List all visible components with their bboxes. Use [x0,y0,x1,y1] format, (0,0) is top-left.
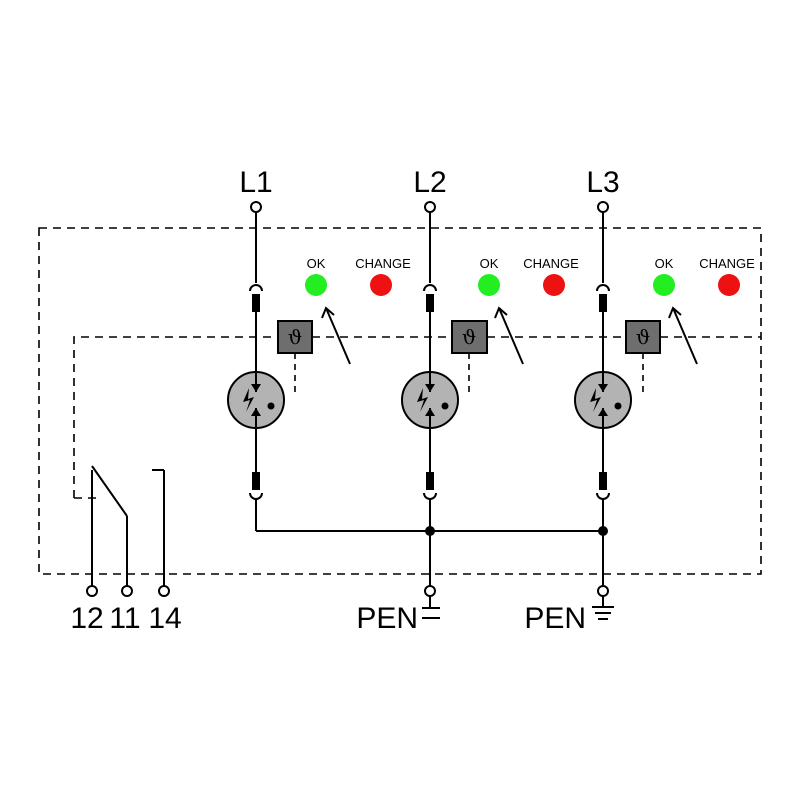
led-arrow-l3 [672,307,698,365]
junction-dot [425,526,435,536]
thermal-box [277,320,313,354]
terminal-label-14: 14 [148,602,181,635]
phase-label-l2: L2 [413,166,446,199]
thermal-box [625,320,661,354]
ok-label-l3: OK [655,256,674,271]
phase-column-l3: L3 ϑ OK CHANGE [574,166,755,586]
lightning-icon [417,388,428,412]
ok-label-l1: OK [307,256,326,271]
terminal-label-11: 11 [109,602,140,635]
change-label-l1: CHANGE [355,256,411,271]
terminal-l1 [250,201,262,213]
thermal-symbol: ϑ [462,325,476,349]
change-led-l1 [370,274,392,296]
phase-label-l3: L3 [586,166,619,199]
thermal-symbol: ϑ [288,325,302,349]
change-led-l2 [543,274,565,296]
change-label-l3: CHANGE [699,256,755,271]
change-label-l2: CHANGE [523,256,579,271]
pen-label-2: PEN [524,602,586,635]
fuse-bottom-arc [249,492,263,500]
terminal-pen-2 [597,585,609,597]
terminal-12 [86,585,98,597]
pen-label-1: PEN [356,602,418,635]
terminal-pen-1 [424,585,436,597]
fuse-top-arc [249,284,263,292]
terminal-14 [158,585,170,597]
junction-dot [598,526,608,536]
terminal-label-12: 12 [70,602,103,635]
ok-led-l2 [478,274,500,296]
led-arrow-l1 [325,307,351,365]
phase-column-l2: L2 ϑ OK CHANGE [401,166,579,586]
thermal-box [451,320,488,354]
phase-label-l1: L1 [239,166,272,199]
terminal-l3 [597,201,609,213]
fuse-top [252,294,260,312]
ok-led-l1 [305,274,327,296]
lightning-icon [590,388,601,412]
ok-label-l2: OK [480,256,499,271]
thermal-symbol: ϑ [636,325,650,349]
lightning-icon [243,388,254,412]
terminal-l2 [424,201,436,213]
phase-column-l1: L1 ϑ OK CHANGE [227,166,411,531]
terminal-11 [121,585,133,597]
led-arrow-l2 [498,307,524,365]
remote-signal-relay: 12 11 14 [70,465,182,635]
fuse-bottom [252,472,260,490]
change-led-l3 [718,274,740,296]
thermal-linkage-path [73,336,761,499]
relay-switch-blade [91,465,128,517]
ok-led-l3 [653,274,675,296]
housing-outline [38,227,762,575]
